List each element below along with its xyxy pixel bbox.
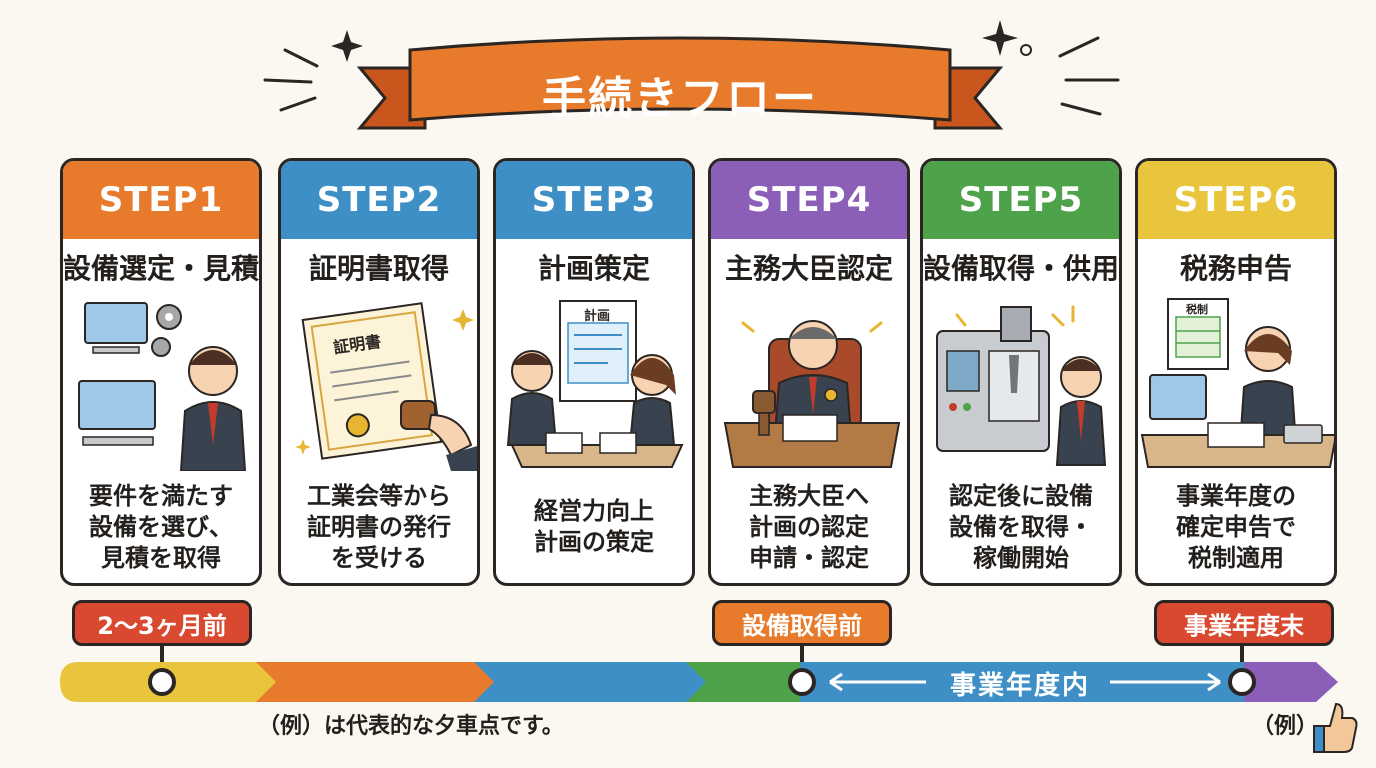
step-description-line: を受ける — [331, 543, 427, 572]
timing-tag-pre-acquisition: 設備取得前 — [712, 600, 892, 646]
step-description-line: 要件を満たす — [89, 481, 233, 510]
step-label: STEP5 — [923, 161, 1119, 239]
step-description-line: 確定申告で — [1176, 512, 1296, 541]
footnote-left: （例）は代表的な夕車点です。 — [258, 714, 564, 739]
step-card-4: STEP4 主務大臣認定 主務大臣へ 計画の認定 申請・認定 — [708, 158, 910, 586]
timing-tag-connector — [800, 646, 804, 664]
step-description-line: 申請・認定 — [749, 543, 869, 572]
step-description-line: 経営力向上 — [534, 497, 654, 525]
step-description-line: 工業会等から — [307, 481, 451, 510]
step-label: STEP1 — [63, 161, 259, 239]
step-description-line: 事業年度の — [1176, 481, 1296, 510]
tax-doc-text: 税制 — [1186, 303, 1208, 316]
step-description-line: 見積を取得 — [101, 543, 221, 572]
step-description-line: 認定後に設備 — [949, 481, 1093, 510]
step-title: 計画策定 — [537, 252, 650, 285]
step-description-line: 計画の策定 — [534, 528, 654, 556]
certificate-illustration: 証明書 — [281, 295, 477, 471]
timeline-marker — [1228, 668, 1256, 696]
planning-meeting-illustration: 計画 — [496, 295, 692, 471]
step-title: 証明書取得 — [308, 252, 449, 285]
step-description: 工業会等から 証明書の発行 を受ける — [281, 471, 477, 583]
step-description-line: 主務大臣へ — [749, 481, 869, 510]
step-description: 認定後に設備 設備を取得・ 稼働開始 — [923, 471, 1119, 583]
timeline-marker — [788, 668, 816, 696]
tax-filing-illustration: 税制 — [1138, 295, 1334, 471]
equipment-selection-illustration — [63, 295, 259, 471]
step-card-5: STEP5 設備取得・供用 認定後に設備 設備を取得・ 稼働開始 — [920, 158, 1122, 586]
step-card-2: STEP2 証明書取得 証明書 工業会等から 証明書の発行 を受ける — [278, 158, 480, 586]
minister-approval-illustration — [711, 295, 907, 471]
step-label: STEP4 — [711, 161, 907, 239]
step-card-6: STEP6 税務申告 税制 事業年度の 確定申告で 税制適用 — [1135, 158, 1337, 586]
step-description-line: 設備を選び、 — [89, 512, 233, 541]
plan-doc-text: 計画 — [584, 309, 611, 324]
step-title: 主務大臣認定 — [724, 252, 893, 285]
timing-tag-before: 2〜3ヶ月前 — [72, 600, 252, 646]
step-card-1: STEP1 設備選定・見積 要件を満たす 設備を選び、 見積を取得 — [60, 158, 262, 586]
step-description-line: 証明書の発行 — [307, 512, 451, 541]
timeline-bar — [60, 662, 1338, 702]
timing-tag-connector — [1240, 646, 1244, 664]
step-title: 設備取得・供用 — [923, 252, 1120, 285]
fiscal-year-range-label: 事業年度内 — [949, 671, 1090, 701]
step-label: STEP3 — [496, 161, 692, 239]
machine-installation-illustration — [923, 295, 1119, 471]
page-title: 手続きフロー — [542, 73, 818, 124]
title-ribbon: 手続きフロー — [330, 28, 1030, 138]
step-label: STEP6 — [1138, 161, 1334, 239]
step-description-line: 税制適用 — [1188, 543, 1284, 572]
step-title: 税務申告 — [1179, 252, 1292, 285]
step-description: 事業年度の 確定申告で 税制適用 — [1138, 471, 1334, 583]
step-description: 要件を満たす 設備を選び、 見積を取得 — [63, 471, 259, 583]
sparkle-right-icon — [982, 20, 1120, 116]
timeline-marker — [148, 668, 176, 696]
step-description: 経営力向上 計画の策定 — [496, 471, 692, 583]
step-card-3: STEP3 計画策定 計画 経営力向上 計画の策定 — [493, 158, 695, 586]
step-description-line: 稼働開始 — [973, 543, 1069, 572]
timing-tag-fiscal-end: 事業年度末 — [1154, 600, 1334, 646]
step-description-line: 設備を取得・ — [949, 512, 1093, 541]
thumbs-up-icon — [1313, 702, 1358, 753]
timing-tag-connector — [160, 646, 164, 664]
step-description-line: 計画の認定 — [749, 512, 869, 541]
step-label: STEP2 — [281, 161, 477, 239]
step-title: 設備選定・見積 — [63, 252, 260, 285]
sparkle-left-icon — [263, 30, 363, 112]
step-description: 主務大臣へ 計画の認定 申請・認定 — [711, 471, 907, 583]
footnote-right: （例） — [1252, 714, 1319, 739]
